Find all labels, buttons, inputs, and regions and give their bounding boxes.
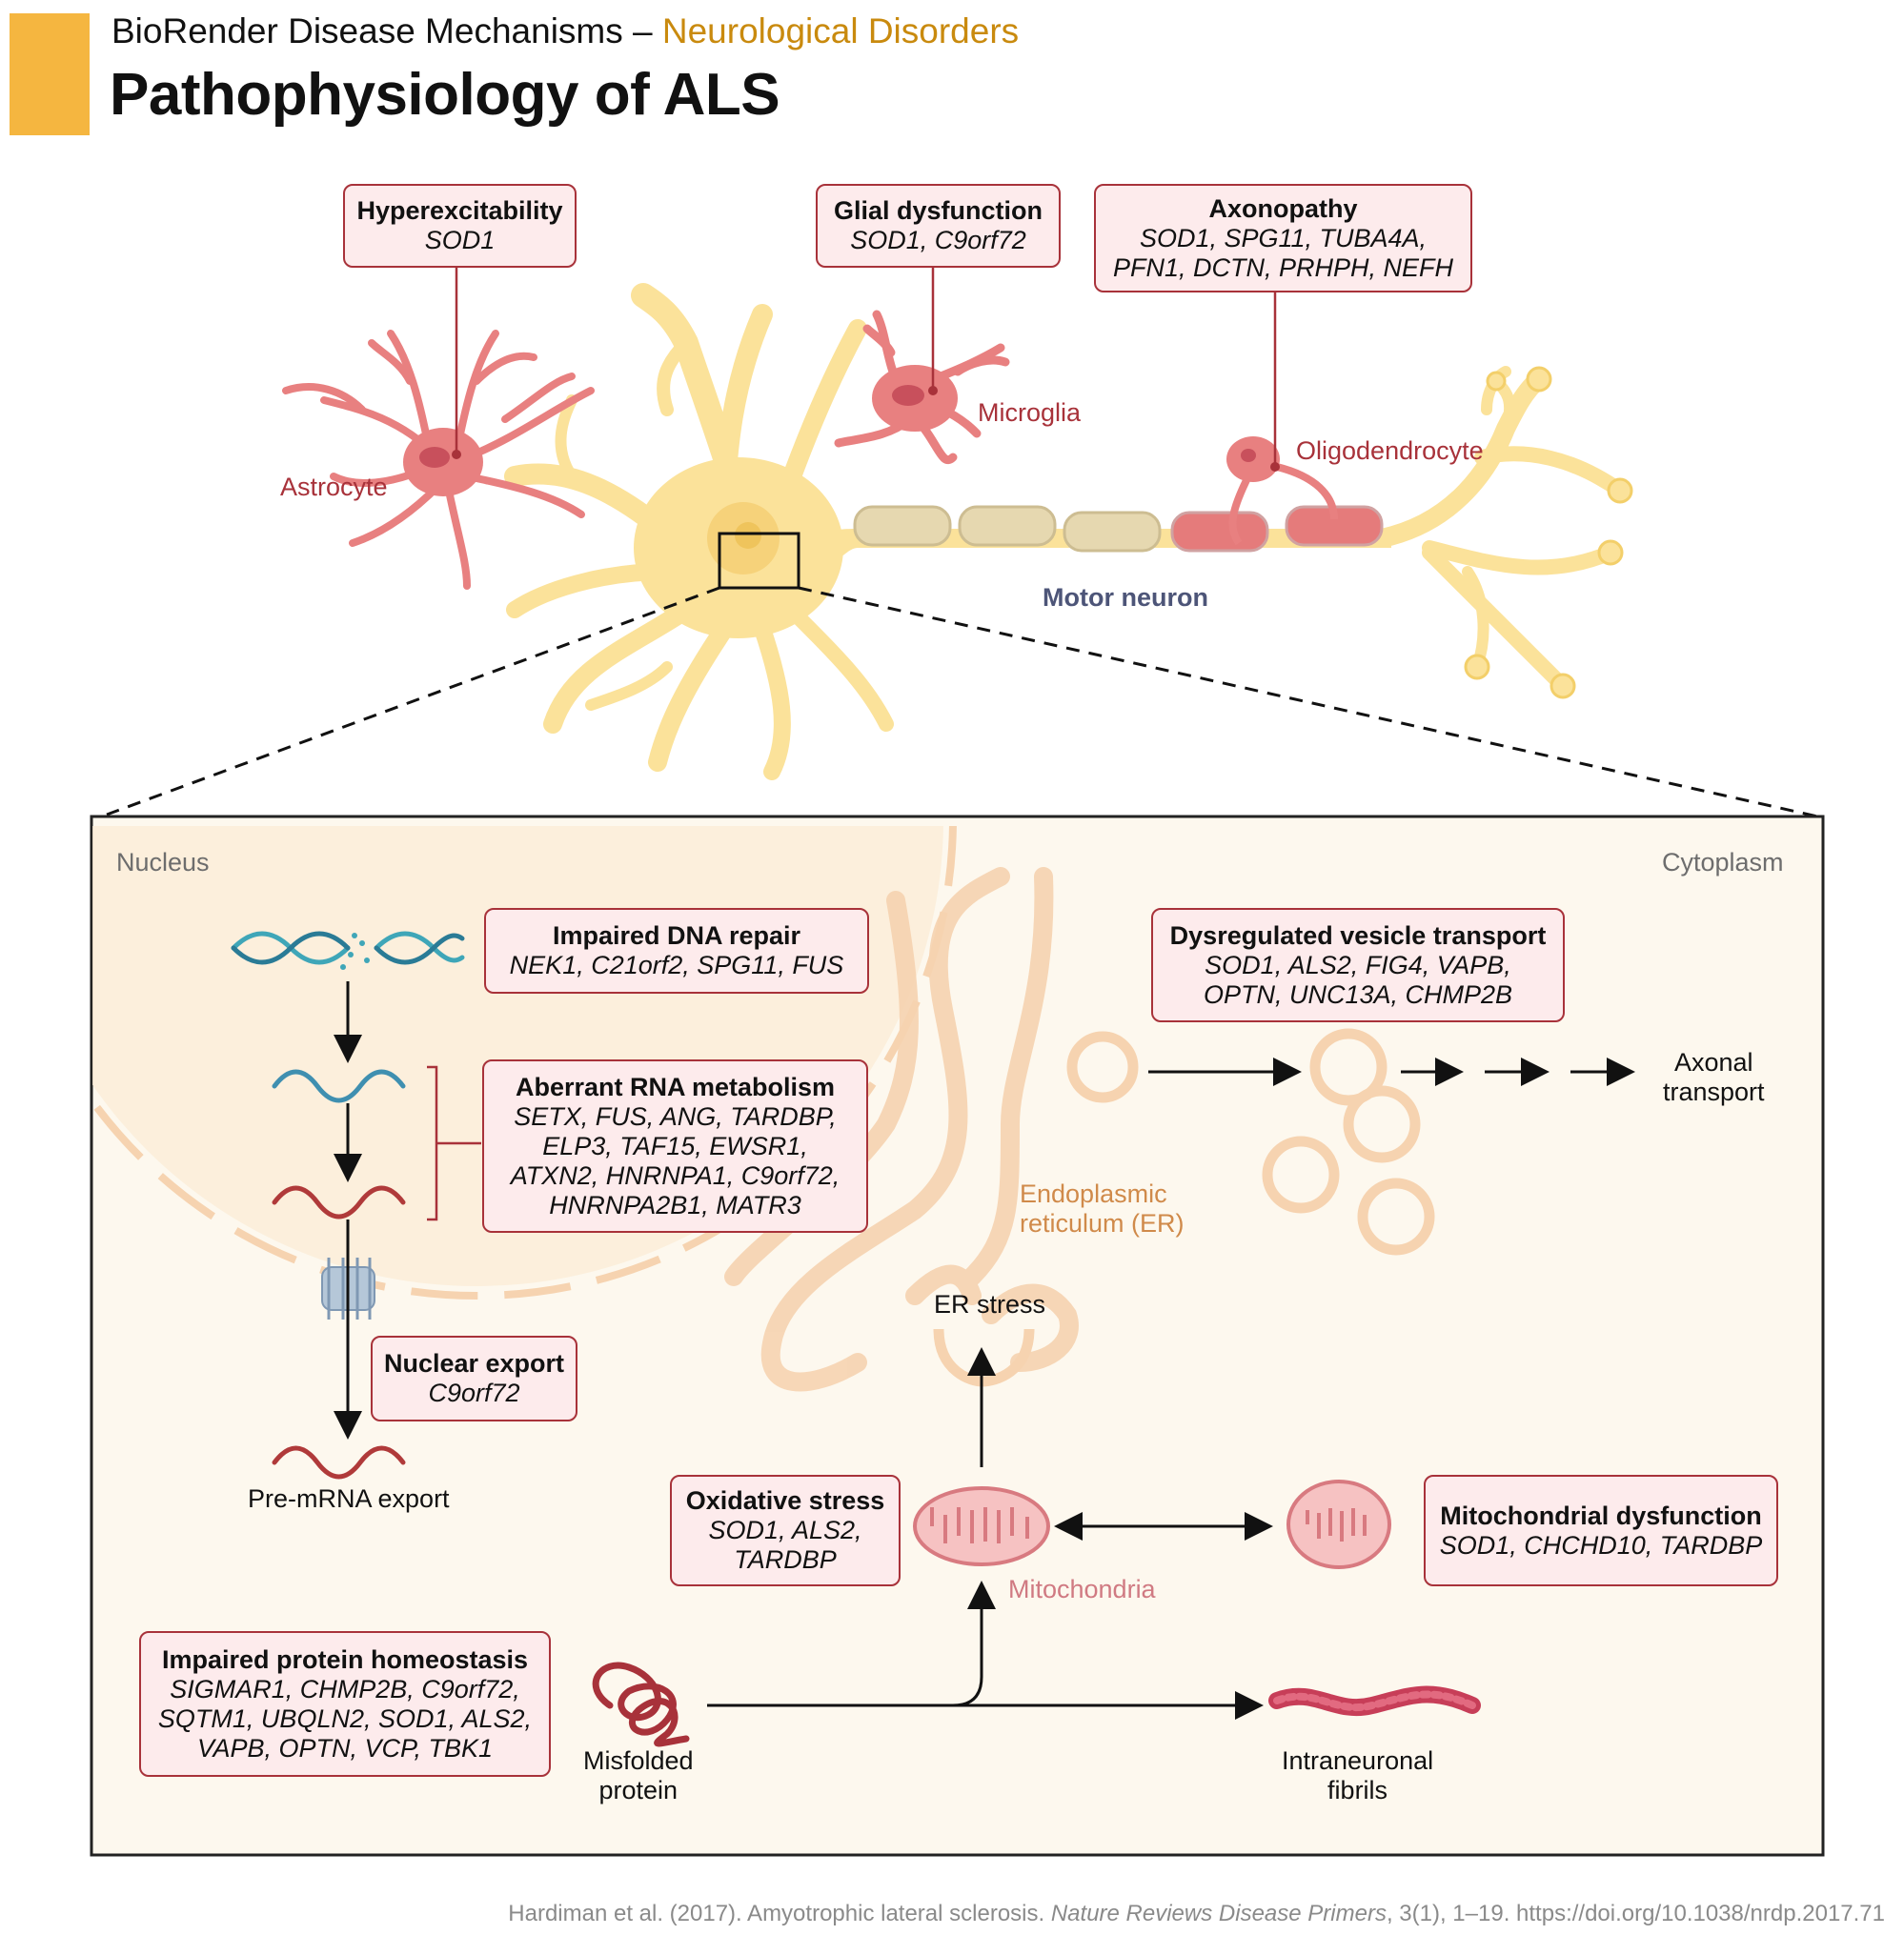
er-label-line1: Endoplasmic	[1020, 1179, 1167, 1208]
vesicles	[1066, 1028, 1435, 1256]
misfolded-protein-icon	[592, 1662, 690, 1747]
nuclear-export-box: Nuclear export C9orf72	[371, 1336, 577, 1421]
zoom-line-right	[798, 586, 1823, 819]
mito-dysfunction-title: Mitochondrial dysfunction	[1440, 1501, 1762, 1530]
mito-dysfunction-genes: SOD1, CHCHD10, TARDBP	[1439, 1530, 1763, 1560]
astrocyte-label: Astrocyte	[280, 473, 388, 501]
header-accent-bar	[10, 13, 90, 135]
oxidative-stress-title: Oxidative stress	[685, 1486, 885, 1515]
series-topic: Neurological Disorders	[661, 11, 1020, 50]
mitochondria-label: Mitochondria	[1008, 1575, 1156, 1603]
vesicle-transport-genes-2: OPTN, UNC13A, CHMP2B	[1203, 979, 1513, 1009]
series-label: BioRender Disease Mechanisms – Neurologi…	[111, 11, 1019, 51]
citation-authors: Hardiman et al. (2017). Amyotrophic late…	[508, 1901, 1051, 1926]
hyperexcitability-dot	[452, 450, 461, 459]
misfolded-line2: protein	[598, 1776, 679, 1804]
oxidative-stress-genes-1: SOD1, ALS2,	[708, 1516, 862, 1544]
microglia-label: Microglia	[978, 398, 1082, 427]
rna-metabolism-genes-3: ATXN2, HNRNPA1, C9orf72,	[510, 1160, 841, 1190]
exported-mrna-icon	[272, 1445, 406, 1480]
citation: Hardiman et al. (2017). Amyotrophic late…	[508, 1901, 1885, 1927]
nucleus-label: Nucleus	[116, 848, 210, 877]
hyperexcitability-box: Hyperexcitability SOD1	[343, 184, 577, 268]
page-title: Pathophysiology of ALS	[110, 62, 780, 128]
misfolded-protein-label: Misfolded protein	[583, 1746, 694, 1805]
oxidative-stress-genes-2: TARDBP	[734, 1545, 837, 1574]
rna-metabolism-genes-4: HNRNPA2B1, MATR3	[549, 1190, 801, 1219]
intraneuronal-fibrils-icon	[1268, 1685, 1481, 1716]
protein-homeostasis-title: Impaired protein homeostasis	[161, 1644, 529, 1674]
myelin-sheaths	[853, 505, 1384, 553]
vesicle-transport-box: Dysregulated vesicle transport SOD1, ALS…	[1151, 908, 1565, 1022]
microglia-nucleus	[892, 385, 924, 406]
mitochondrial-dysfunction-box: Mitochondrial dysfunction SOD1, CHCHD10,…	[1424, 1475, 1778, 1586]
axonopathy-genes-line2: PFN1, DCTN, PRHPH, NEFH	[1112, 252, 1454, 282]
fibrils-line1: Intraneuronal	[1282, 1746, 1434, 1775]
nuclear-envelope	[92, 826, 957, 1300]
dna-repair-genes: NEK1, C21orf2, SPG11, FUS	[509, 951, 844, 979]
zoom-selection-box	[718, 532, 800, 590]
dna-helix-icon	[231, 931, 465, 970]
dna-repair-title: Impaired DNA repair	[552, 921, 801, 950]
glial-dot	[928, 386, 938, 395]
astrocyte-nucleus	[419, 447, 450, 468]
protein-homeostasis-genes-2: SQTM1, UBQLN2, SOD1, ALS2,	[157, 1703, 533, 1733]
glial-dysfunction-genes: SOD1, C9orf72	[850, 226, 1026, 254]
hyperexcitability-title: Hyperexcitability	[356, 196, 563, 225]
protein-homeostasis-box: Impaired protein homeostasis SIGMAR1, CH…	[139, 1631, 551, 1777]
vesicle-transport-genes-1: SOD1, ALS2, FIG4, VAPB,	[1205, 950, 1511, 979]
citation-rest: , 3(1), 1–19. https://doi.org/10.1038/nr…	[1386, 1901, 1885, 1926]
axonopathy-genes-line1: SOD1, SPG11, TUBA4A,	[1139, 223, 1428, 252]
er-label-line2: reticulum (ER)	[1020, 1209, 1185, 1238]
aberrant-rna-metabolism-box: Aberrant RNA metabolism SETX, FUS, ANG, …	[482, 1059, 868, 1233]
axonopathy-box: Axonopathy SOD1, SPG11, TUBA4A, PFN1, DC…	[1094, 184, 1472, 292]
misfolded-line1: Misfolded	[583, 1746, 694, 1775]
er-stress-label: ER stress	[934, 1290, 1046, 1319]
glial-dysfunction-title: Glial dysfunction	[833, 196, 1043, 225]
protein-homeostasis-genes-1: SIGMAR1, CHMP2B, C9orf72,	[170, 1674, 520, 1703]
er-label: Endoplasmic reticulum (ER)	[1020, 1179, 1185, 1239]
citation-journal: Nature Reviews Disease Primers	[1050, 1901, 1387, 1926]
pre-mrna-icon	[272, 1185, 406, 1219]
axonal-transport-label: Axonal transport	[1663, 1048, 1765, 1107]
axonopathy-dot	[1270, 462, 1280, 472]
axonal-transport-line1: Axonal	[1674, 1048, 1753, 1077]
glial-dysfunction-box: Glial dysfunction SOD1, C9orf72	[816, 184, 1061, 268]
zoom-line-left	[106, 586, 720, 816]
hyperexcitability-genes: SOD1	[424, 226, 496, 254]
mitochondria-icon	[913, 1486, 1050, 1566]
rna-metabolism-genes-1: SETX, FUS, ANG, TARDBP,	[514, 1101, 837, 1131]
vesicle-transport-title: Dysregulated vesicle transport	[1169, 920, 1547, 950]
rna-metabolism-genes-2: ELP3, TAF15, EWSR1,	[542, 1131, 808, 1160]
oligodendrocyte-illustration	[1226, 436, 1338, 546]
rna-metabolism-title: Aberrant RNA metabolism	[515, 1072, 836, 1101]
nuclear-export-genes: C9orf72	[428, 1379, 520, 1407]
cytoplasm-label: Cytoplasm	[1662, 848, 1784, 877]
pre-mrna-export-label: Pre-mRNA export	[248, 1484, 450, 1513]
motor-neuron-label: Motor neuron	[1043, 583, 1208, 612]
series-prefix: BioRender Disease Mechanisms –	[111, 11, 662, 50]
rna-transcript-icon	[272, 1069, 406, 1103]
nuclear-export-title: Nuclear export	[383, 1349, 565, 1378]
fibrils-line2: fibrils	[1327, 1776, 1388, 1804]
fibrils-label: Intraneuronal fibrils	[1282, 1746, 1433, 1805]
oligodendrocyte-label: Oligodendrocyte	[1296, 436, 1484, 465]
endoplasmic-reticulum	[724, 867, 1079, 1392]
axonal-transport-line2: transport	[1663, 1078, 1765, 1106]
impaired-dna-repair-box: Impaired DNA repair NEK1, C21orf2, SPG11…	[484, 908, 869, 994]
oxidative-stress-box: Oxidative stress SOD1, ALS2, TARDBP	[670, 1475, 901, 1586]
protein-homeostasis-genes-3: VAPB, OPTN, VCP, TBK1	[196, 1733, 494, 1763]
axonopathy-title: Axonopathy	[1208, 193, 1358, 223]
mitochondria-dysfunctional-icon	[1286, 1480, 1391, 1569]
motor-neuron-illustration	[504, 283, 1633, 780]
